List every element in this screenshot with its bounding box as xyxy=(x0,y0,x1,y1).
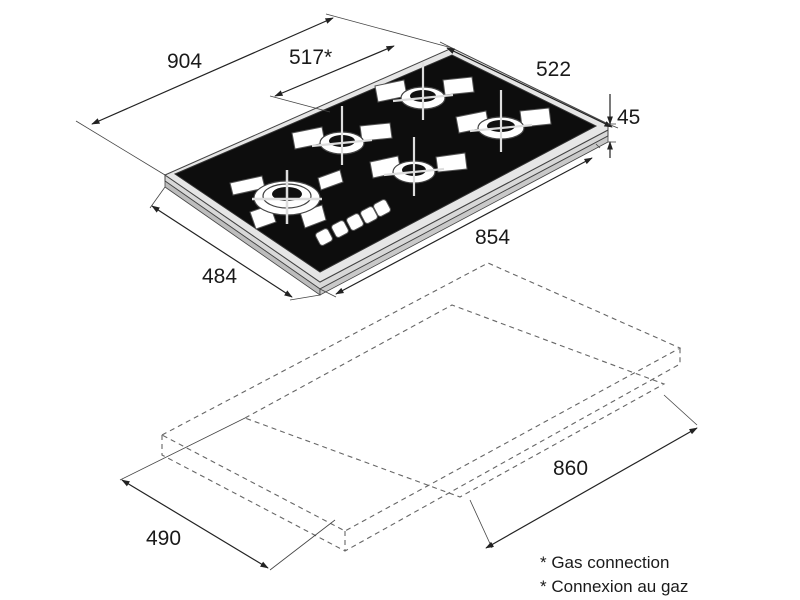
label-cutout-width: 860 xyxy=(553,457,588,480)
dim-cutout-width xyxy=(469,394,698,549)
burner-back-left xyxy=(291,106,393,165)
label-glass-depth: 484 xyxy=(202,265,237,288)
dim-overall-width xyxy=(75,13,453,176)
note-gas-connection-en: * Gas connection xyxy=(540,553,669,572)
label-overall-width: 904 xyxy=(167,50,202,73)
knob xyxy=(315,228,333,246)
label-height: 45 xyxy=(617,106,640,129)
dim-cutout-depth xyxy=(119,417,336,571)
note-gas-connection-fr: * Connexion au gaz xyxy=(540,577,688,596)
dim-gas-offset xyxy=(269,45,395,113)
label-glass-width: 854 xyxy=(475,226,510,249)
label-cutout-depth: 490 xyxy=(146,527,181,550)
dim-glass-width xyxy=(319,143,601,298)
dim-height xyxy=(607,94,616,158)
label-depth: 522 xyxy=(536,58,571,81)
cutout-outline xyxy=(160,262,682,552)
label-gas-offset: 517* xyxy=(289,46,332,69)
dim-glass-depth xyxy=(149,186,321,301)
